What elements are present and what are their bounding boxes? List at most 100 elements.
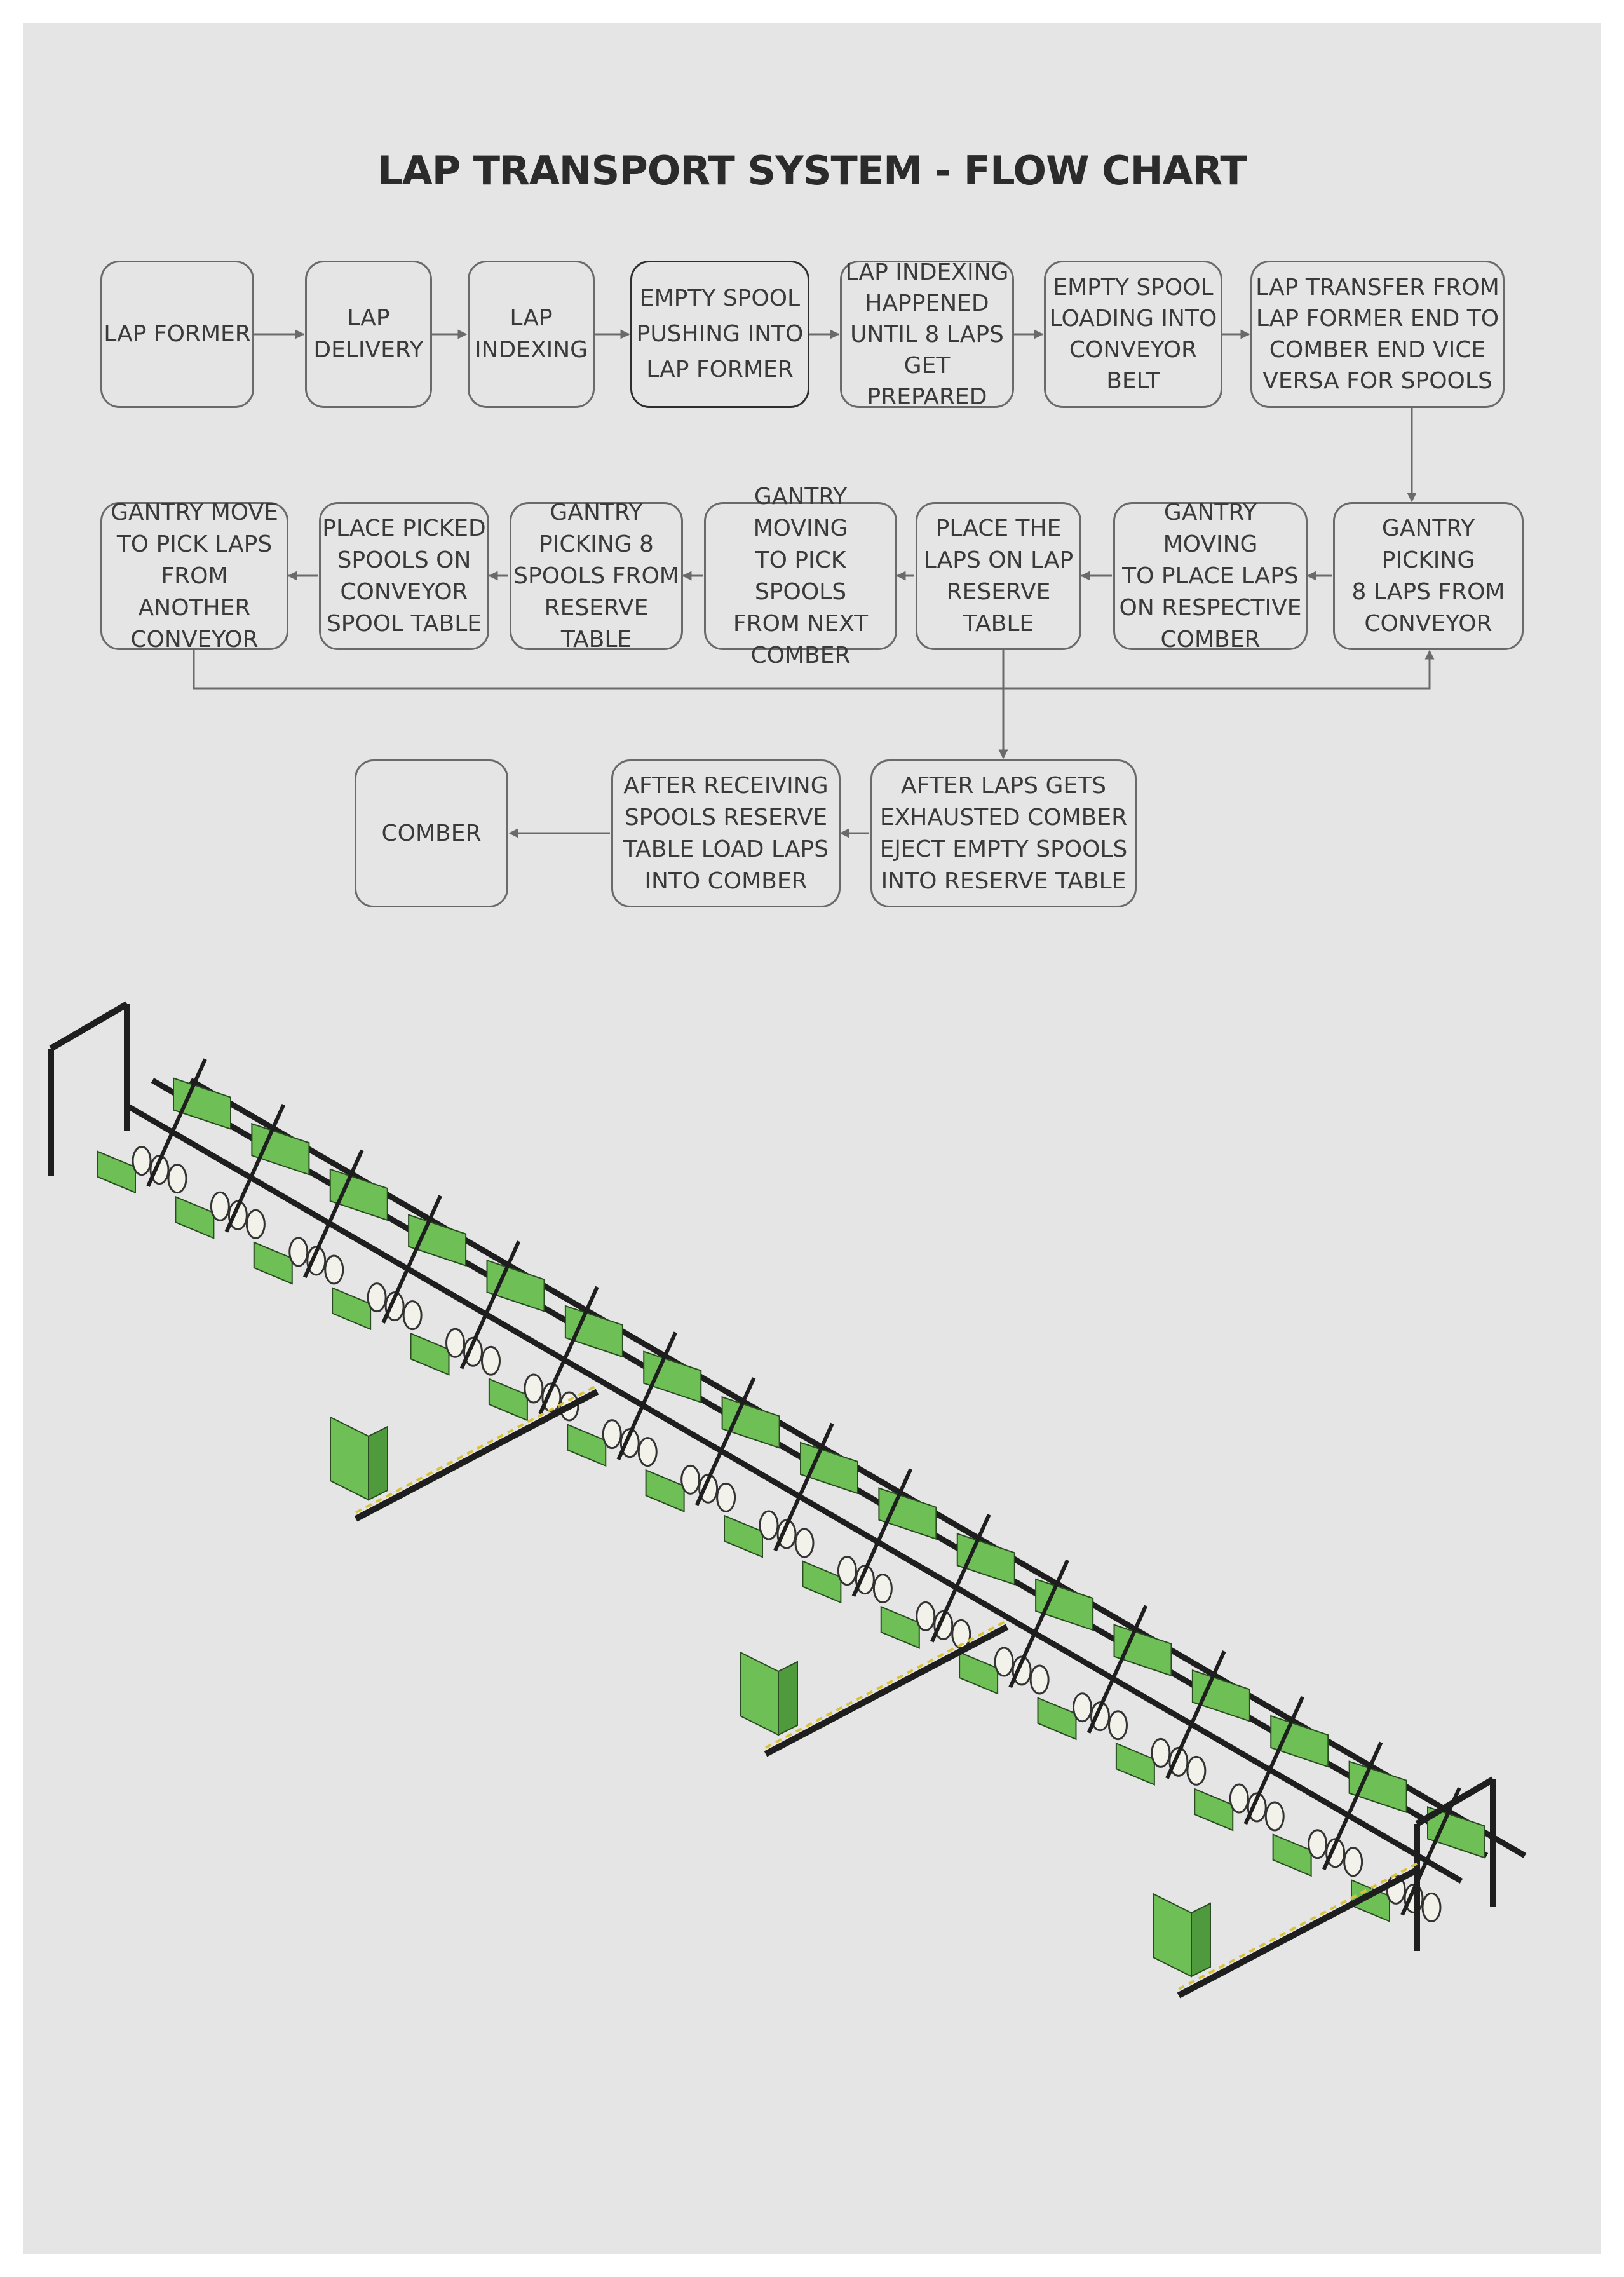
lap-roll-3-3 (324, 1254, 344, 1285)
lap-former-cabinet-2 (740, 1651, 779, 1736)
flow-box-lap-indexing-until-8: LAP INDEXING HAPPENED UNTIL 8 LAPS GET P… (840, 259, 1014, 410)
flow-box-place-picked-spools: PLACE PICKED SPOOLS ON CONVEYOR SPOOL TA… (319, 502, 489, 650)
lap-roll-16-3 (1343, 1847, 1363, 1877)
flow-box-lap-delivery: LAP DELIVERY (305, 261, 432, 408)
lap-roll-1-1 (132, 1146, 152, 1176)
lap-roll-10-1 (837, 1556, 857, 1586)
lap-former-cabinet-1 (330, 1416, 369, 1501)
flow-box-comber: COMBER (355, 759, 508, 907)
lap-roll-5-3 (481, 1345, 501, 1376)
comber-head-8 (645, 1469, 685, 1512)
lap-roll-9-2 (776, 1519, 797, 1549)
lap-former-side-2 (778, 1661, 798, 1736)
lap-roll-16-2 (1325, 1838, 1346, 1868)
lap-roll-2-1 (210, 1191, 230, 1221)
lap-roll-4-1 (367, 1282, 387, 1313)
comber-housing-8 (721, 1396, 780, 1449)
lap-roll-3-2 (306, 1246, 327, 1276)
gantry-leg-11 (930, 1514, 991, 1643)
lap-roll-12-1 (994, 1647, 1014, 1677)
gantry-leg-10 (851, 1468, 913, 1597)
comber-head-16 (1272, 1833, 1312, 1877)
conveyor-belt-2 (765, 1619, 1008, 1749)
lap-roll-9-1 (759, 1510, 779, 1540)
lap-roll-13-1 (1073, 1692, 1092, 1723)
comber-housing-17 (1427, 1806, 1485, 1859)
lap-roll-17-3 (1421, 1892, 1442, 1922)
lap-roll-15-2 (1247, 1792, 1267, 1823)
comber-housing-12 (1035, 1578, 1094, 1631)
conveyor-frame-2 (764, 1624, 1009, 1757)
gantry-leg-1 (146, 1058, 207, 1187)
lap-roll-1-3 (167, 1164, 187, 1194)
conveyor-frame-1 (354, 1389, 599, 1522)
comber-housing-10 (878, 1487, 937, 1540)
lap-roll-7-2 (619, 1428, 640, 1458)
lap-former-cabinet-3 (1153, 1893, 1192, 1978)
comber-housing-15 (1270, 1715, 1329, 1768)
lap-roll-11-1 (916, 1601, 936, 1631)
gantry-leg-14 (1165, 1650, 1226, 1779)
lap-roll-10-2 (855, 1565, 875, 1595)
lap-roll-8-3 (716, 1482, 736, 1512)
lap-roll-2-3 (245, 1209, 266, 1239)
comber-housing-3 (329, 1168, 388, 1221)
comber-housing-4 (408, 1214, 467, 1267)
comber-head-5 (410, 1332, 450, 1376)
lap-roll-8-2 (698, 1473, 719, 1504)
comber-head-9 (724, 1514, 763, 1558)
comber-head-3 (253, 1241, 293, 1285)
flow-box-reserve-table-load-laps: AFTER RECEIVING SPOOLS RESERVE TABLE LOA… (611, 759, 841, 907)
comber-housing-11 (956, 1532, 1015, 1586)
gantry-rail-3 (125, 1103, 1463, 1884)
gantry-leg-15 (1243, 1696, 1304, 1825)
comber-head-13 (1037, 1697, 1077, 1741)
lap-roll-3-1 (288, 1237, 309, 1267)
comber-housing-9 (800, 1441, 858, 1495)
end-beam-1 (49, 1001, 129, 1052)
comber-housing-16 (1348, 1760, 1407, 1814)
gantry-leg-4 (381, 1195, 442, 1324)
flow-box-lap-transfer: LAP TRANSFER FROM LAP FORMER END TO COMB… (1250, 261, 1505, 408)
lap-roll-10-3 (872, 1574, 893, 1604)
flow-box-gantry-picking-laps: GANTRY PICKING 8 LAPS FROM CONVEYOR (1333, 502, 1524, 650)
comber-housing-2 (251, 1122, 310, 1176)
comber-head-1 (97, 1150, 136, 1194)
conveyor-belt-3 (1178, 1861, 1421, 1990)
comber-housing-14 (1191, 1669, 1250, 1722)
comber-housing-13 (1113, 1624, 1172, 1677)
comber-housing-1 (173, 1077, 231, 1130)
comber-head-6 (488, 1378, 528, 1422)
lap-roll-5-2 (463, 1336, 483, 1367)
lap-roll-13-3 (1108, 1710, 1128, 1741)
gantry-leg-13 (1086, 1605, 1148, 1734)
lap-roll-12-3 (1029, 1664, 1050, 1695)
flow-box-comber-eject-spools: AFTER LAPS GETS EXHAUSTED COMBER EJECT E… (870, 759, 1137, 907)
lap-roll-14-3 (1186, 1755, 1207, 1786)
lap-roll-9-3 (794, 1528, 815, 1558)
flow-box-lap-indexing: LAP INDEXING (468, 261, 595, 408)
comber-head-14 (1115, 1742, 1155, 1786)
gantry-leg-8 (694, 1377, 756, 1506)
lap-roll-14-2 (1168, 1746, 1189, 1777)
flow-box-lap-former: LAP FORMER (100, 261, 254, 408)
comber-housing-7 (643, 1350, 702, 1404)
gantry-leg-5 (459, 1240, 521, 1370)
gantry-leg-6 (538, 1286, 599, 1415)
flow-box-gantry-move-pick-laps: GANTRY MOVE TO PICK LAPS FROM ANOTHER CO… (100, 500, 288, 653)
comber-housing-5 (486, 1259, 545, 1312)
lap-roll-12-2 (1012, 1655, 1032, 1686)
lap-roll-6-1 (524, 1373, 544, 1404)
lap-roll-11-2 (933, 1610, 954, 1640)
flow-box-place-laps-reserve-table: PLACE THE LAPS ON LAP RESERVE TABLE (916, 502, 1081, 650)
page-title: LAP TRANSPORT SYSTEM - FLOW CHART (377, 147, 1247, 194)
gantry-leg-9 (773, 1422, 834, 1552)
lap-former-side-1 (368, 1425, 388, 1501)
lap-former-side-3 (1191, 1902, 1211, 1978)
gantry-leg-7 (616, 1331, 677, 1460)
lap-roll-6-2 (541, 1382, 562, 1413)
lap-roll-2-2 (227, 1200, 248, 1230)
comber-housing-6 (564, 1305, 623, 1358)
